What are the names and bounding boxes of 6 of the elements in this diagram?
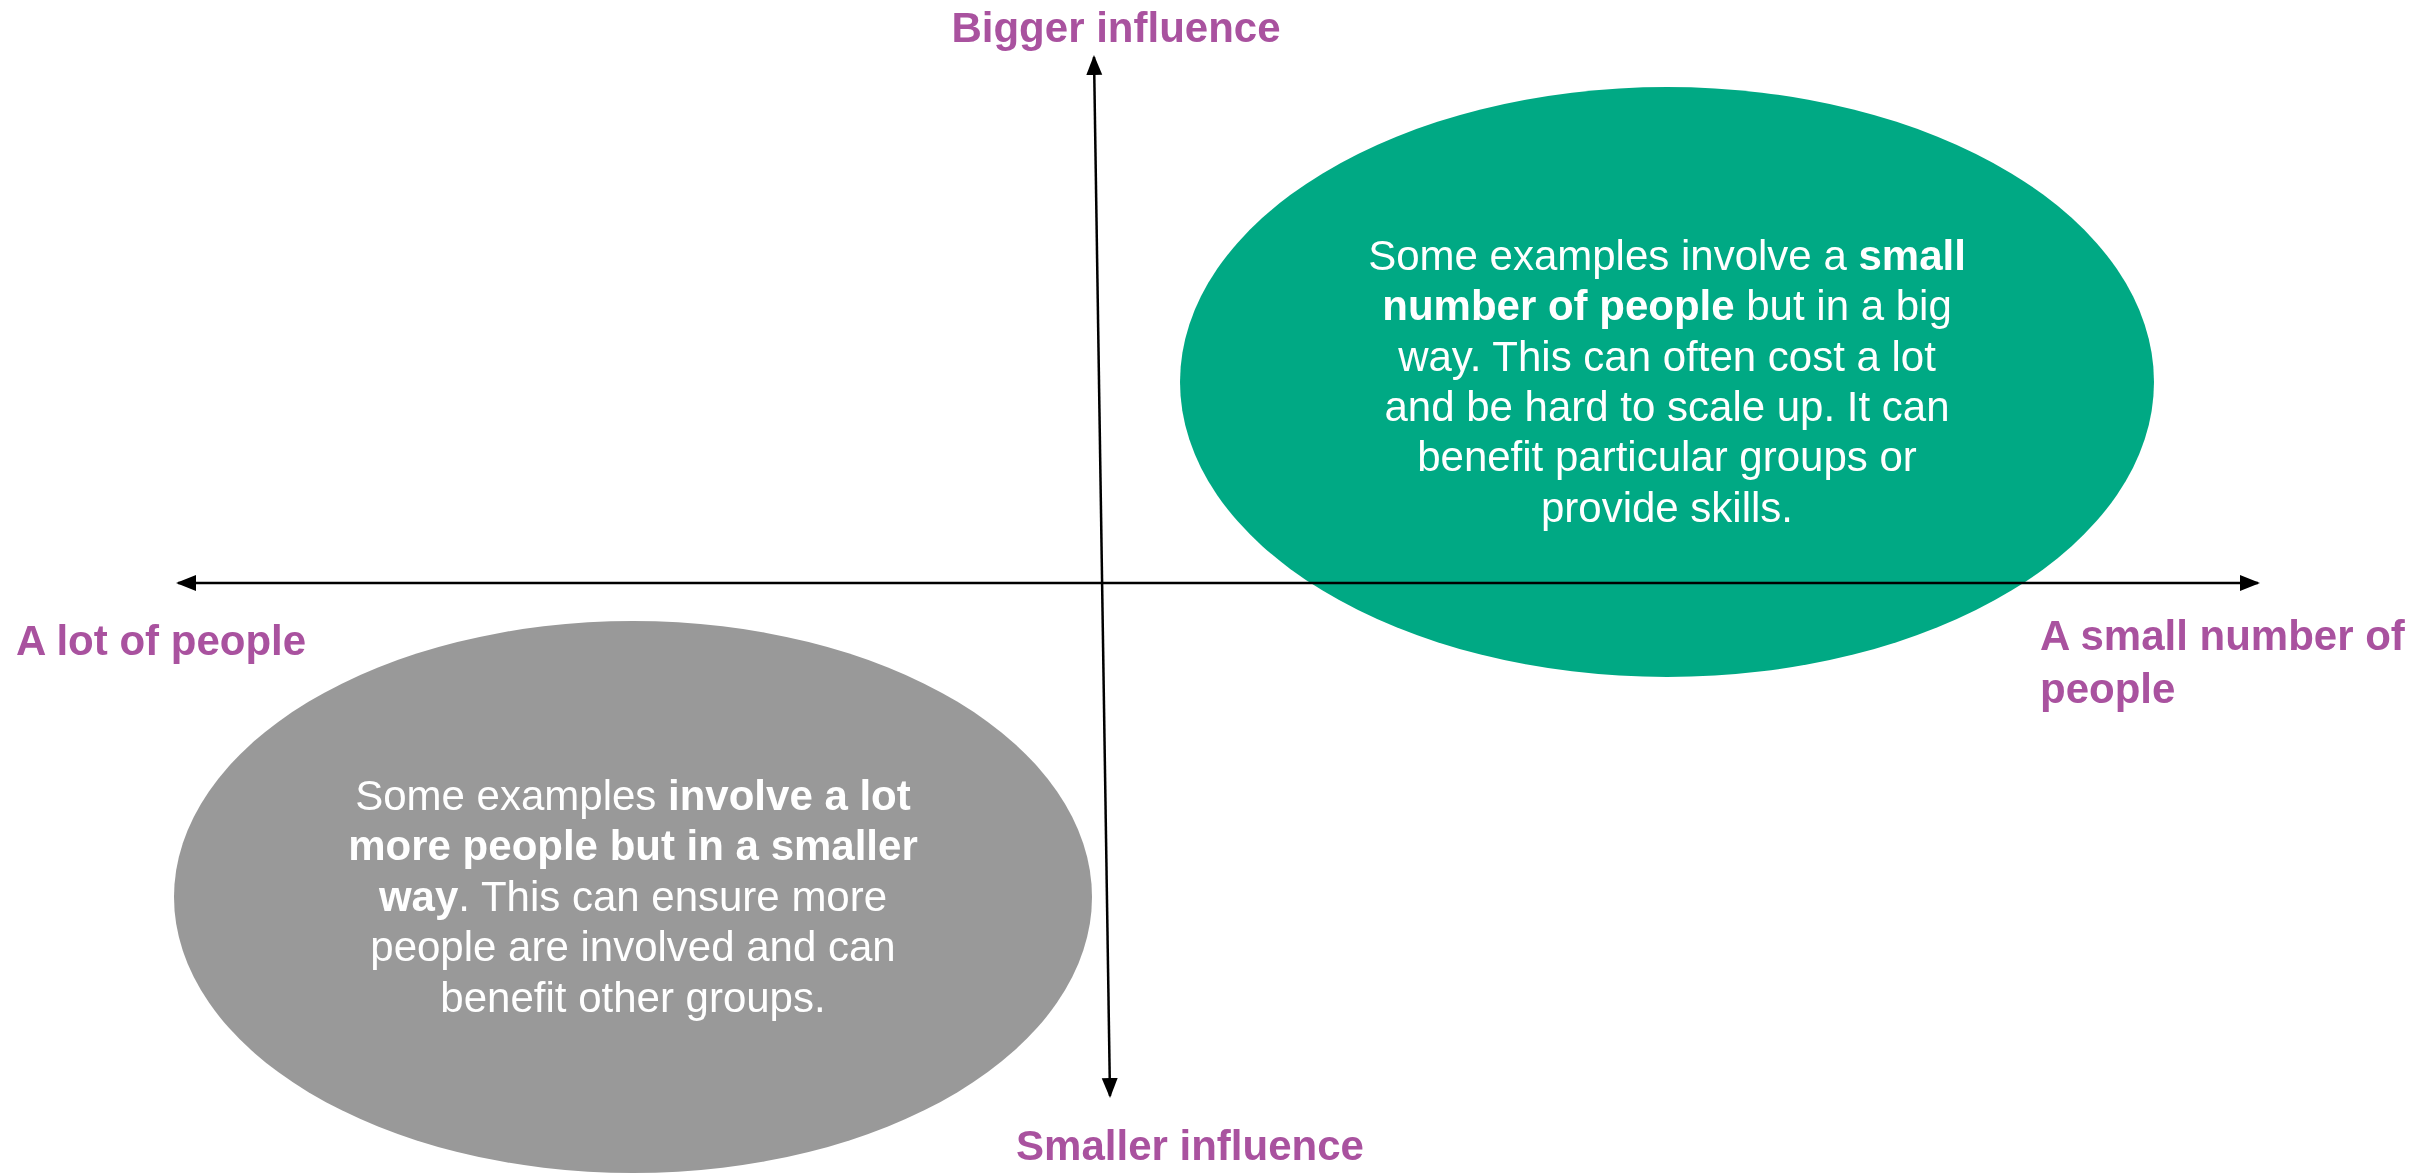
axis-label: Smaller influence [1015, 1121, 1365, 1171]
axis-label: A lot of people [16, 616, 308, 666]
description-text: Some examples involve a lot more people but in a smaller way. This can ensure more people are involved and can benefit other groups. [347, 771, 919, 1023]
axis-label: Bigger influence [950, 3, 1282, 53]
axis-label: A small number of people [2040, 611, 2406, 714]
description-text: Some examples involve a small number of people but in a big way. This can often cost a lot and be hard to scale up. It can benefit particular groups or provide skills. [1367, 230, 1967, 533]
